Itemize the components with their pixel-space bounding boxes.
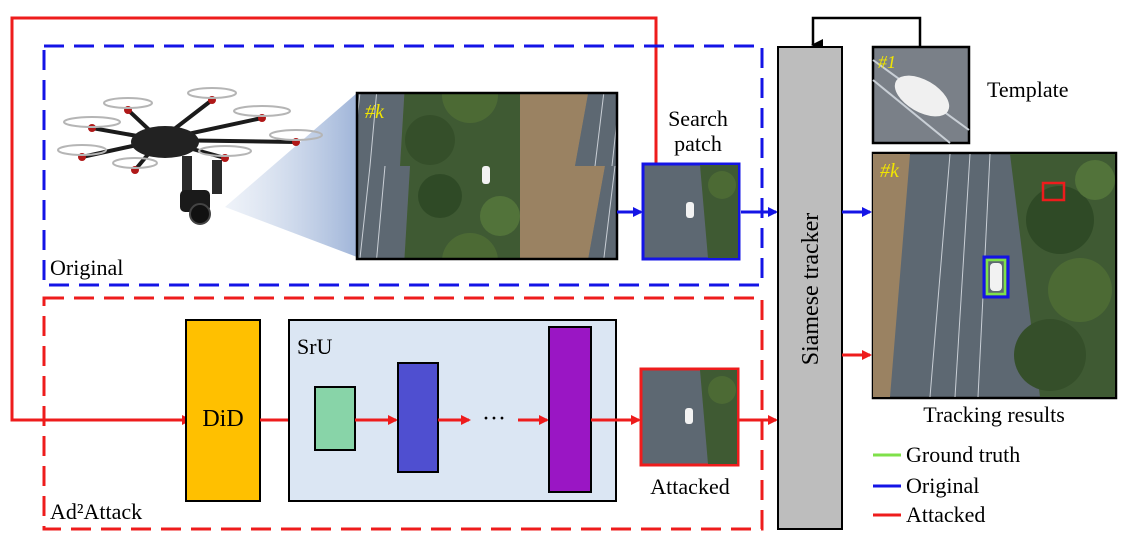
ground-truth-box — [985, 258, 1007, 296]
sru-block-2 — [397, 362, 439, 473]
legend: Ground truth Original Attacked — [873, 442, 1020, 527]
sru-ellipsis: ··· — [482, 406, 506, 432]
feedback-connector — [10, 16, 658, 425]
attack-region — [42, 296, 764, 531]
attacked-patch — [639, 367, 740, 467]
search-patch — [641, 162, 741, 261]
drone-icon — [57, 87, 357, 257]
sru-block-1 — [314, 386, 356, 451]
frame-k-tag: #k — [365, 101, 385, 123]
legend-ground-truth-label: Ground truth — [906, 442, 1020, 467]
tracking-results-label: Tracking results — [923, 402, 1065, 427]
legend-attacked-label: Attacked — [906, 502, 985, 527]
tracking-result-frame: #k — [871, 151, 1118, 400]
template-loop-connector — [811, 16, 922, 52]
did-block — [185, 319, 261, 502]
sru-label: SrU — [297, 334, 333, 359]
search-patch-label-1: Search — [668, 106, 728, 131]
siamese-tracker-block — [777, 46, 843, 530]
did-label: DiD — [202, 406, 243, 432]
template-label: Template — [987, 77, 1069, 102]
attacked-label: Attacked — [650, 474, 729, 499]
legend-original-label: Original — [906, 473, 979, 498]
original-result-box — [982, 255, 1010, 299]
template-image: #1 — [871, 45, 971, 145]
original-label: Original — [50, 255, 123, 280]
attack-label: Ad²Attack — [50, 499, 142, 524]
frame-1-tag: #1 — [878, 52, 896, 72]
search-patch-label-2: patch — [674, 131, 722, 156]
sru-block-3 — [548, 326, 592, 493]
aerial-frame-k: #k — [355, 91, 619, 261]
result-frame-tag: #k — [880, 160, 900, 182]
attacked-result-box — [1041, 181, 1066, 202]
siamese-tracker-label: Siamese tracker — [798, 213, 824, 366]
